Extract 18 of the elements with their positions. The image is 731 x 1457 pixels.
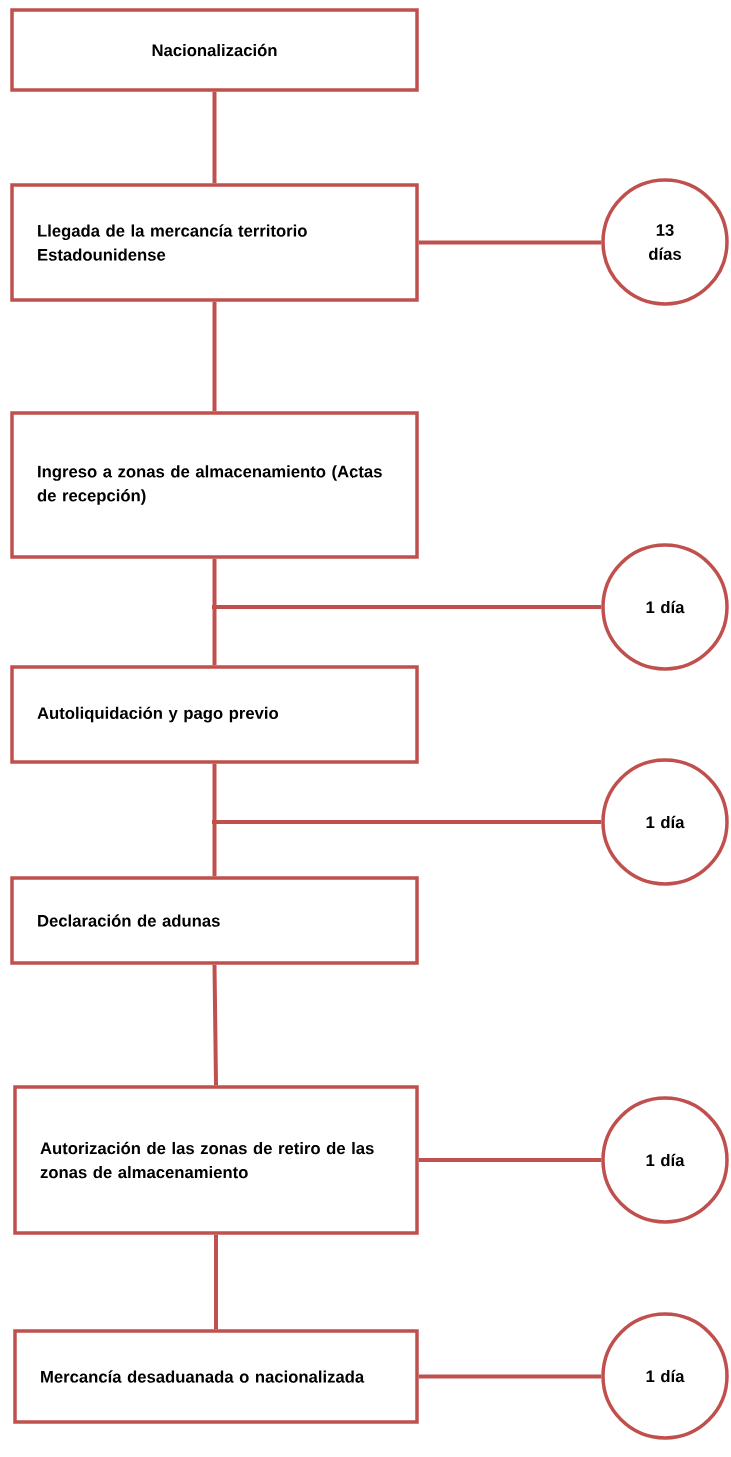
- connector-line: [212, 820, 602, 824]
- process-box: Autoliquidación y pago previo: [10, 665, 419, 764]
- process-box: Nacionalización: [10, 8, 419, 92]
- process-box: Declaración de adunas: [10, 876, 419, 965]
- connector-line: [212, 605, 602, 609]
- connector-line: [418, 1374, 602, 1379]
- connector-line: [212, 558, 217, 666]
- connector-line: [212, 964, 218, 1086]
- process-box: Ingreso a zonas de almacenamiento (Actas de recepción): [10, 411, 419, 559]
- process-box: Autorización de las zonas de retiro de las zonas de almacenamiento: [13, 1085, 419, 1235]
- process-box: Mercancía desaduanada o nacionalizada: [13, 1329, 419, 1424]
- connector-line: [214, 1234, 218, 1330]
- connector-line: [212, 301, 217, 412]
- connector-line: [212, 763, 217, 877]
- connector-line: [418, 240, 602, 245]
- process-box: Llegada de la mercancía territorio Estadounidense: [10, 183, 419, 302]
- connector-line: [418, 1158, 602, 1162]
- connector-line: [212, 91, 217, 184]
